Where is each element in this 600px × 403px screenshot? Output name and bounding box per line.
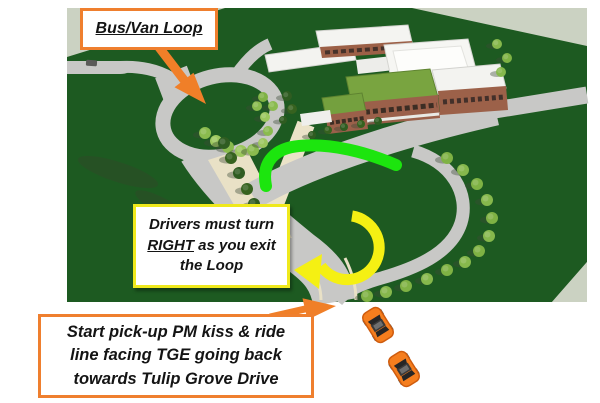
map-backdrop-corner — [552, 262, 587, 302]
callout-pickup-line2: line facing TGE going back — [70, 346, 282, 365]
car-icon — [384, 348, 424, 390]
callout-pickup-line3: towards Tulip Grove Drive — [73, 369, 279, 388]
school-buildings — [264, 24, 508, 134]
callout-pickup: Start pick-up PM kiss & ride line facing… — [38, 314, 314, 398]
green-route-highlight — [259, 139, 402, 192]
small-vehicle — [85, 59, 98, 67]
west-road-stub — [67, 61, 131, 74]
kiss-ride-loop-road — [331, 144, 470, 306]
callout-bus-van-loop-text: Bus/Van Loop — [95, 20, 203, 37]
orange-arrow-icon — [154, 43, 206, 104]
car-icon — [358, 304, 398, 346]
yellow-turn-arrow-icon — [294, 210, 385, 289]
callout-bus-van-loop: Bus/Van Loop — [80, 8, 218, 50]
callout-turn-right: Drivers must turn RIGHT as you exit the … — [133, 204, 290, 288]
callout-turn-right-line2: RIGHT as you exit — [147, 236, 276, 254]
callout-turn-right-line3: the Loop — [179, 257, 244, 275]
callout-pickup-line1: Start pick-up PM kiss & ride — [66, 322, 286, 341]
callout-turn-right-line1: Drivers must turn — [148, 216, 275, 234]
